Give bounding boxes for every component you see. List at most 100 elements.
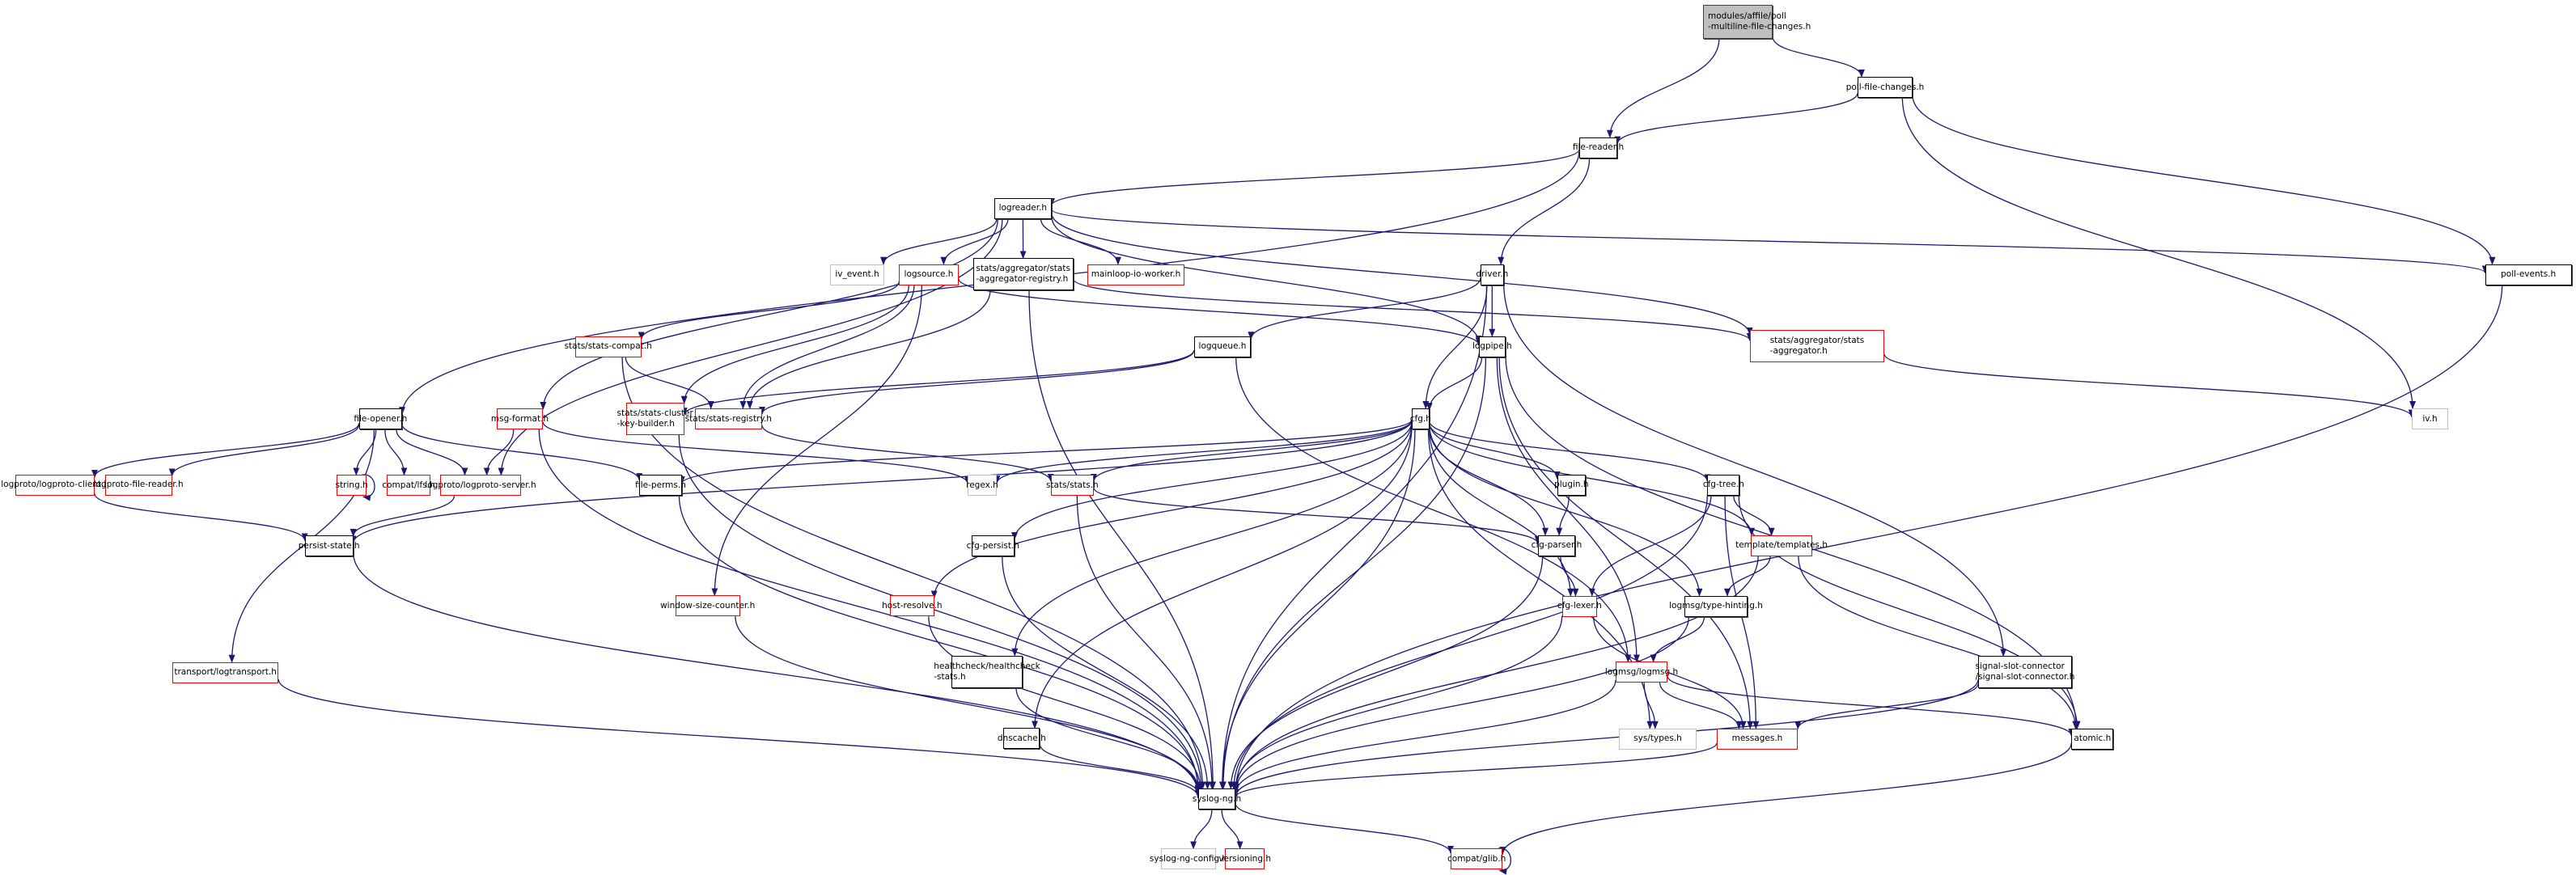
node-sys-types[interactable]: sys/types.h [1618, 728, 1697, 750]
edge-cfg-to-cfg-tree [1429, 421, 1711, 483]
edge-cfg-to-cfg-lexer [1429, 429, 1574, 597]
node-stats-aggregator[interactable]: stats/aggregator/stats -aggregator.h [1749, 330, 1885, 363]
node-stats-compat[interactable]: stats/stats-compat.h [565, 336, 652, 357]
node-poll-events[interactable]: poll-events.h [2485, 264, 2572, 285]
node-host-resolve[interactable]: host-resolve.h [882, 595, 943, 617]
node-messages[interactable]: messages.h [1716, 728, 1799, 750]
node-stats-aggregator-registry[interactable]: stats/aggregator/stats -aggregator-regis… [972, 258, 1074, 291]
node-template-templates[interactable]: template/templates.h [1735, 535, 1828, 556]
node-syslog-ng-config[interactable]: syslog-ng-config.h [1150, 848, 1227, 870]
edge-file-reader-to-driver [1498, 158, 1591, 265]
node-syslog-ng[interactable]: syslog-ng.h [1193, 788, 1241, 810]
node-versioning[interactable]: versioning.h [1218, 848, 1271, 870]
edge-cfg-to-healthcheck-stats [1011, 424, 1413, 657]
edge-stats-compat-to-syslog-ng [621, 357, 1206, 790]
node-stats-registry[interactable]: stats/stats-registry.h [685, 408, 772, 429]
node-mainloop-io-worker[interactable]: mainloop-io-worker.h [1087, 264, 1184, 285]
edge-logsource-to-stats-cluster-key-builder [680, 285, 909, 404]
edge-driver-to-syslog-ng [1218, 285, 1488, 790]
edge-msg-format-to-syslog-ng [538, 429, 1201, 790]
edge-logmsg-logmsg-to-messages [1659, 683, 1743, 729]
node-logproto-server[interactable]: logproto/logproto-server.h [425, 475, 536, 497]
node-cfg-parser[interactable]: cfg-parser.h [1532, 535, 1582, 556]
node-regex[interactable]: regex.h [966, 475, 998, 496]
node-logpipe[interactable]: logpipe.h [1472, 336, 1512, 357]
edge-logreader-to-stats-aggregator [1051, 213, 1753, 336]
node-driver[interactable]: driver.h [1476, 264, 1508, 285]
edge-stats-compat-to-stats-registry [625, 357, 714, 409]
node-compat-lfs[interactable]: compat/lfs.h [382, 475, 435, 497]
node-cfg-tree[interactable]: cfg-tree.h [1703, 474, 1744, 496]
node-file-opener[interactable]: file-opener.h [354, 408, 407, 429]
edge-logmsg-type-hinting-to-syslog-ng [1232, 616, 1690, 793]
node-root[interactable]: modules/affile/poll -multiline-file-chan… [1703, 4, 1811, 39]
edge-logsource-to-stats-registry [739, 285, 915, 409]
node-file-perms[interactable]: file-perms.h [635, 475, 686, 497]
edge-cfg-persist-to-syslog-ng [1002, 556, 1211, 790]
node-iv-event[interactable]: iv_event.h [829, 264, 885, 285]
edge-logpipe-to-syslog-ng [1219, 357, 1487, 790]
edge-stats-aggregator-registry-to-syslog-ng [1028, 290, 1217, 790]
edge-logmsg-logmsg-to-atomic [1667, 675, 2075, 737]
node-logqueue[interactable]: logqueue.h [1193, 336, 1252, 357]
node-stats[interactable]: stats/stats.h [1046, 475, 1099, 496]
node-logproto-file-reader[interactable]: logproto-file-reader.h [94, 474, 184, 496]
edge-cfg-to-sys-types [1427, 429, 1654, 729]
edge-cfg-tree-to-cfg-lexer [1588, 495, 1712, 597]
edge-template-templates-to-logmsg-type-hinting [1724, 556, 1771, 597]
node-cfg[interactable]: cfg.h [1410, 408, 1431, 429]
node-stats-cluster-key-builder[interactable]: stats/stats-cluster -key-builder.h [617, 402, 693, 435]
node-dnscache[interactable]: dnscache.h [998, 728, 1046, 750]
edge-cfg-parser-to-syslog-ng [1227, 556, 1544, 790]
edge-cfg-tree-to-template-templates [1733, 495, 1775, 536]
edge-msg-format-to-regex [542, 421, 971, 484]
edge-root-to-poll-file-changes [1772, 36, 1865, 78]
edge-logproto-client-to-persist-state [94, 493, 308, 542]
edge-cfg-parser-to-cfg-lexer [1560, 556, 1579, 597]
node-poll-file-changes[interactable]: poll-file-changes.h [1846, 77, 1924, 98]
node-iv[interactable]: iv.h [2411, 408, 2449, 429]
node-logmsg-logmsg[interactable]: logmsg/logmsg.h [1605, 662, 1678, 683]
node-transport-logtransport[interactable]: transport/logtransport.h [172, 662, 279, 683]
edge-logmsg-logmsg-to-syslog-ng [1232, 679, 1616, 795]
edge-syslog-ng-to-compat-glib [1235, 803, 1454, 854]
edge-stats-aggregator-registry-to-stats-registry [746, 290, 991, 409]
edge-syslog-ng-to-syslog-ng-config [1190, 809, 1213, 850]
node-window-size-counter[interactable]: window-size-counter.h [660, 595, 755, 617]
edge-driver-to-logqueue [1248, 277, 1481, 340]
node-healthcheck-stats[interactable]: healthcheck/healthcheck -stats.h [934, 655, 1040, 688]
edge-file-opener-to-logproto-file-reader [168, 425, 360, 477]
node-file-reader[interactable]: file-reader.h [1573, 137, 1624, 159]
node-plugin[interactable]: plugin.h [1554, 474, 1589, 496]
edge-file-opener-to-file-perms [401, 424, 643, 482]
node-cfg-lexer[interactable]: cfg-lexer.h [1557, 595, 1602, 617]
node-msg-format[interactable]: msg-format.h [491, 408, 549, 429]
edge-stats-cluster-key-builder-to-syslog-ng [678, 434, 1205, 790]
edge-file-opener-to-logproto-server [396, 429, 468, 476]
node-cfg-persist[interactable]: cfg-persist.h [967, 535, 1019, 556]
edge-cfg-to-plugin [1429, 422, 1561, 480]
node-logmsg-type-hinting[interactable]: logmsg/type-hinting.h [1669, 595, 1763, 617]
node-signal-slot-connector[interactable]: signal-slot-connector /signal-slot-conne… [1976, 656, 2074, 689]
edge-logqueue-to-stats-registry [759, 350, 1195, 415]
edge-messages-to-syslog-ng [1232, 743, 1718, 798]
edge-logproto-server-to-persist-state [350, 496, 455, 537]
node-logreader[interactable]: logreader.h [994, 197, 1052, 219]
edge-cfg-to-regex [994, 420, 1413, 484]
node-string[interactable]: string.h [336, 475, 368, 497]
edge-signal-slot-connector-to-messages [1794, 683, 1979, 730]
edge-dnscache-to-syslog-ng [1039, 744, 1201, 795]
edge-logreader-to-logsource [940, 218, 1009, 265]
edge-poll-events-to-syslog-ng [1232, 285, 2503, 793]
node-logsource[interactable]: logsource.h [899, 264, 959, 285]
edge-compat-glib-to-compat-glib [1498, 848, 1511, 875]
edge-poll-file-changes-to-poll-events [1912, 95, 2496, 265]
edge-logreader-to-msg-format [540, 218, 998, 410]
edge-persist-state-to-syslog-ng [353, 552, 1201, 795]
node-atomic[interactable]: atomic.h [2071, 728, 2114, 750]
node-persist-state[interactable]: persist-state.h [299, 535, 360, 556]
edge-poll-file-changes-to-iv [1901, 97, 2417, 409]
node-compat-glib[interactable]: compat/glib.h [1447, 848, 1506, 870]
node-logproto-client[interactable]: logproto/logproto-client.h [1, 474, 109, 496]
